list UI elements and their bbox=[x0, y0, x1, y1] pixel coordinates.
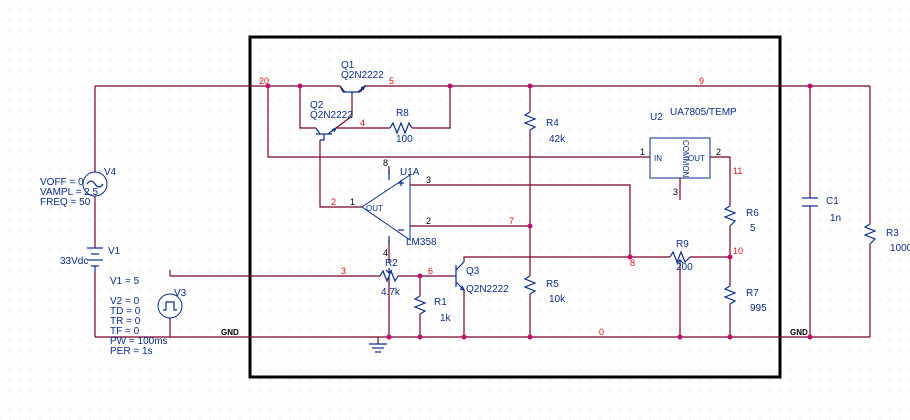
c1-name: C1 bbox=[826, 196, 839, 207]
junctions bbox=[265, 83, 813, 340]
q3-model: Q2N2222 bbox=[466, 284, 509, 295]
r7-value: 995 bbox=[750, 303, 767, 314]
r3-value: 1000 bbox=[890, 243, 910, 254]
q3-name: Q3 bbox=[466, 266, 480, 277]
resistor-r2[interactable] bbox=[379, 269, 399, 283]
resistor-r4[interactable] bbox=[523, 111, 537, 131]
r8-value: 100 bbox=[396, 134, 413, 145]
transistor-q2[interactable] bbox=[315, 126, 338, 141]
q1-model: Q2N2222 bbox=[341, 70, 384, 81]
net-label-10: 10 bbox=[733, 246, 743, 256]
u2-pin-3: 3 bbox=[673, 187, 678, 197]
u1-pin-4: 4 bbox=[383, 248, 388, 258]
u2-in-label: IN bbox=[654, 154, 662, 163]
r1-name: R1 bbox=[434, 297, 447, 308]
net-label-20: 20 bbox=[259, 76, 269, 86]
opamp-u1a[interactable] bbox=[361, 170, 411, 244]
r4-name: R4 bbox=[546, 118, 559, 129]
hierarchical-block-frame[interactable] bbox=[248, 35, 782, 379]
u2-model: UA7805/TEMP bbox=[670, 107, 737, 118]
u1-out-label: OUT bbox=[366, 204, 383, 213]
u2-name: U2 bbox=[650, 112, 663, 123]
net-label-5: 5 bbox=[389, 76, 394, 86]
resistor-r1[interactable] bbox=[413, 295, 427, 315]
u2-common-label: COMMON bbox=[681, 140, 690, 178]
r2-value: 4.7k bbox=[381, 287, 401, 298]
net-label-gnd-left: GND bbox=[221, 328, 239, 337]
net-label-7: 7 bbox=[509, 216, 514, 226]
capacitor-c1[interactable] bbox=[802, 197, 818, 207]
resistor-r5[interactable] bbox=[523, 275, 537, 295]
r7-name: R7 bbox=[746, 288, 759, 299]
r5-value: 10k bbox=[549, 294, 566, 305]
regulator-u2[interactable] bbox=[649, 137, 711, 179]
net-label-2: 2 bbox=[331, 197, 336, 207]
net-label-11: 11 bbox=[733, 166, 742, 176]
resistor-r6[interactable] bbox=[723, 205, 737, 227]
wires bbox=[94, 85, 871, 344]
v3-v1: V1 = 5 bbox=[110, 276, 140, 287]
resistor-r3[interactable] bbox=[863, 223, 877, 245]
r6-name: R6 bbox=[746, 208, 759, 219]
pulse-source-v3[interactable] bbox=[157, 293, 183, 319]
u1-model: LM358 bbox=[406, 237, 437, 248]
v3-v2: V2 = 0 bbox=[110, 296, 140, 307]
u1-pin-1: 1 bbox=[350, 197, 355, 207]
resistor-r7[interactable] bbox=[723, 285, 737, 305]
q1-name: Q1 bbox=[341, 60, 355, 71]
u1-pin-8: 8 bbox=[383, 158, 388, 168]
dc-source-v1[interactable] bbox=[87, 247, 103, 272]
u1-pin-3: 3 bbox=[426, 175, 431, 185]
r5-name: R5 bbox=[546, 279, 559, 290]
transistor-q1[interactable] bbox=[339, 84, 367, 98]
r2-name: R2 bbox=[385, 258, 398, 269]
sine-source-v4[interactable] bbox=[82, 171, 108, 197]
v4-voff: VOFF = 0 bbox=[40, 177, 84, 188]
v4-freq: FREQ = 50 bbox=[40, 197, 91, 208]
ground-icon bbox=[369, 343, 387, 353]
v3-name: V3 bbox=[174, 288, 187, 299]
resistor-r8[interactable] bbox=[389, 121, 413, 135]
resistor-r2-wiper bbox=[385, 268, 393, 274]
v3-td: TD = 0 bbox=[110, 306, 141, 317]
r6-value: 5 bbox=[750, 223, 756, 234]
net-label-0: 0 bbox=[599, 327, 604, 337]
r4-value: 42k bbox=[549, 134, 566, 145]
v1-name: V1 bbox=[108, 246, 121, 257]
net-label-8: 8 bbox=[630, 258, 635, 268]
v3-tf: TF = 0 bbox=[110, 326, 140, 337]
u1-name: U1A bbox=[400, 167, 420, 178]
v1-value: 33Vdc bbox=[60, 256, 88, 267]
v3-tr: TR = 0 bbox=[110, 316, 141, 327]
net-label-gnd-right: GND bbox=[790, 328, 808, 337]
r1-value: 1k bbox=[440, 313, 452, 324]
net-label-3: 3 bbox=[341, 266, 346, 276]
v4-name: V4 bbox=[104, 167, 117, 178]
c1-value: 1n bbox=[830, 213, 841, 224]
r3-name: R3 bbox=[886, 228, 899, 239]
net-label-9: 9 bbox=[699, 76, 704, 86]
potentiometer-r9[interactable] bbox=[669, 250, 691, 265]
r9-value: 200 bbox=[676, 262, 693, 273]
v3-per: PER = 1s bbox=[110, 346, 153, 357]
q2-model: Q2N2222 bbox=[310, 110, 353, 121]
u2-out-label: OUT bbox=[688, 154, 705, 163]
v3-pw: PW = 100ms bbox=[110, 336, 168, 347]
r8-name: R8 bbox=[396, 108, 409, 119]
q2-name: Q2 bbox=[310, 100, 324, 111]
r9-name: R9 bbox=[676, 239, 689, 250]
u2-pin-2: 2 bbox=[716, 147, 721, 157]
u1-pin-2: 2 bbox=[426, 216, 431, 226]
net-label-6: 6 bbox=[428, 266, 433, 276]
u2-pin-1: 1 bbox=[640, 147, 645, 157]
net-label-4: 4 bbox=[360, 118, 365, 128]
transistor-q3[interactable] bbox=[452, 261, 466, 291]
v4-vampl: VAMPL = 2.5 bbox=[40, 187, 99, 198]
